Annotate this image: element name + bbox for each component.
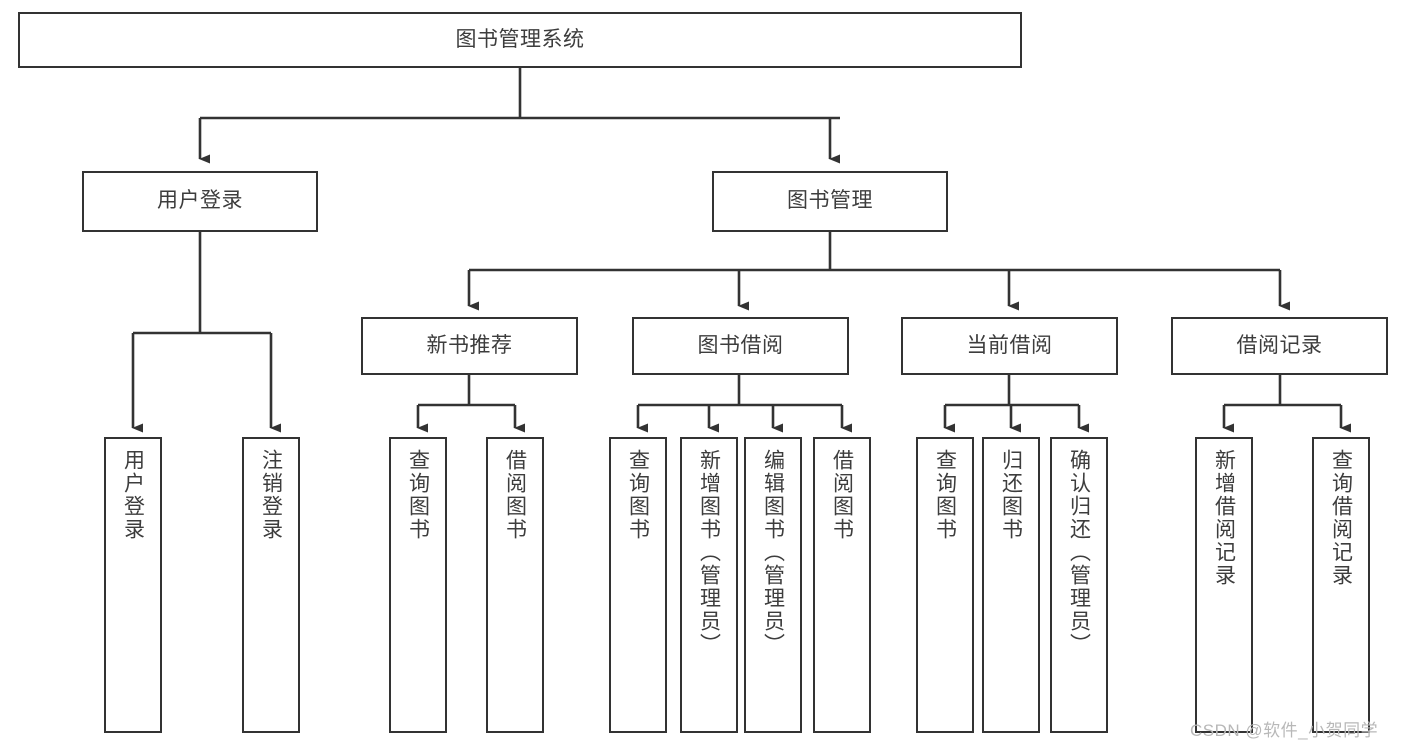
edges-borrow-record-to-leaves xyxy=(1222,375,1351,433)
node-leaf-logout-login-label: 注销登录 xyxy=(259,449,283,541)
node-leaf-borrow-book-2-label: 借阅图书 xyxy=(830,449,854,541)
node-leaf-query-record[interactable]: 查询借阅记录 xyxy=(1312,437,1370,733)
edges-book-manage-to-level3 xyxy=(467,232,1290,311)
node-book-borrow-label: 图书借阅 xyxy=(697,333,784,357)
node-leaf-query-book-1-label: 查询图书 xyxy=(406,449,430,541)
node-book-manage[interactable]: 图书管理 xyxy=(712,171,948,232)
node-borrow-record-label: 借阅记录 xyxy=(1236,333,1323,357)
node-leaf-add-record[interactable]: 新增借阅记录 xyxy=(1195,437,1253,733)
node-leaf-query-book-3-label: 查询图书 xyxy=(933,449,957,541)
edges-current-borrow-to-leaves xyxy=(943,375,1089,433)
node-new-book-recommend-label: 新书推荐 xyxy=(426,333,513,357)
node-leaf-query-book-3[interactable]: 查询图书 xyxy=(916,437,974,733)
edges-new-book-recommend-to-leaves xyxy=(416,375,525,433)
node-current-borrow[interactable]: 当前借阅 xyxy=(901,317,1118,375)
node-book-manage-label: 图书管理 xyxy=(787,189,873,213)
node-leaf-borrow-book-2[interactable]: 借阅图书 xyxy=(813,437,871,733)
node-leaf-confirm-return-label: 确认归还（管理员） xyxy=(1067,449,1091,656)
node-leaf-borrow-book-1[interactable]: 借阅图书 xyxy=(486,437,544,733)
node-leaf-edit-book-label: 编辑图书（管理员） xyxy=(761,449,785,656)
node-user-login-label: 用户登录 xyxy=(157,189,243,213)
node-leaf-return-book[interactable]: 归还图书 xyxy=(982,437,1040,733)
node-leaf-return-book-label: 归还图书 xyxy=(999,449,1023,541)
node-leaf-user-login-label: 用户登录 xyxy=(121,449,145,541)
edges-root-to-level2 xyxy=(198,68,840,164)
node-leaf-borrow-book-1-label: 借阅图书 xyxy=(503,449,527,541)
node-current-borrow-label: 当前借阅 xyxy=(966,333,1053,357)
node-leaf-edit-book[interactable]: 编辑图书（管理员） xyxy=(744,437,802,733)
node-leaf-add-record-label: 新增借阅记录 xyxy=(1212,449,1236,587)
node-borrow-record[interactable]: 借阅记录 xyxy=(1171,317,1388,375)
edges-book-borrow-to-leaves xyxy=(636,375,852,433)
node-leaf-query-book-1[interactable]: 查询图书 xyxy=(389,437,447,733)
node-leaf-logout-login[interactable]: 注销登录 xyxy=(242,437,300,733)
node-new-book-recommend[interactable]: 新书推荐 xyxy=(361,317,578,375)
node-user-login[interactable]: 用户登录 xyxy=(82,171,318,232)
node-leaf-user-login[interactable]: 用户登录 xyxy=(104,437,162,733)
node-root-system-label: 图书管理系统 xyxy=(455,27,585,51)
node-book-borrow[interactable]: 图书借阅 xyxy=(632,317,849,375)
csdn-watermark: CSDN @软件_小贺同学 xyxy=(1190,721,1379,740)
node-leaf-add-book[interactable]: 新增图书（管理员） xyxy=(680,437,738,733)
node-leaf-confirm-return[interactable]: 确认归还（管理员） xyxy=(1050,437,1108,733)
edges-user-login-to-leaves xyxy=(131,232,281,433)
node-root-system[interactable]: 图书管理系统 xyxy=(18,12,1022,68)
node-leaf-query-book-2[interactable]: 查询图书 xyxy=(609,437,667,733)
node-leaf-query-book-2-label: 查询图书 xyxy=(626,449,650,541)
node-leaf-query-record-label: 查询借阅记录 xyxy=(1329,449,1353,587)
node-leaf-add-book-label: 新增图书（管理员） xyxy=(697,449,721,656)
